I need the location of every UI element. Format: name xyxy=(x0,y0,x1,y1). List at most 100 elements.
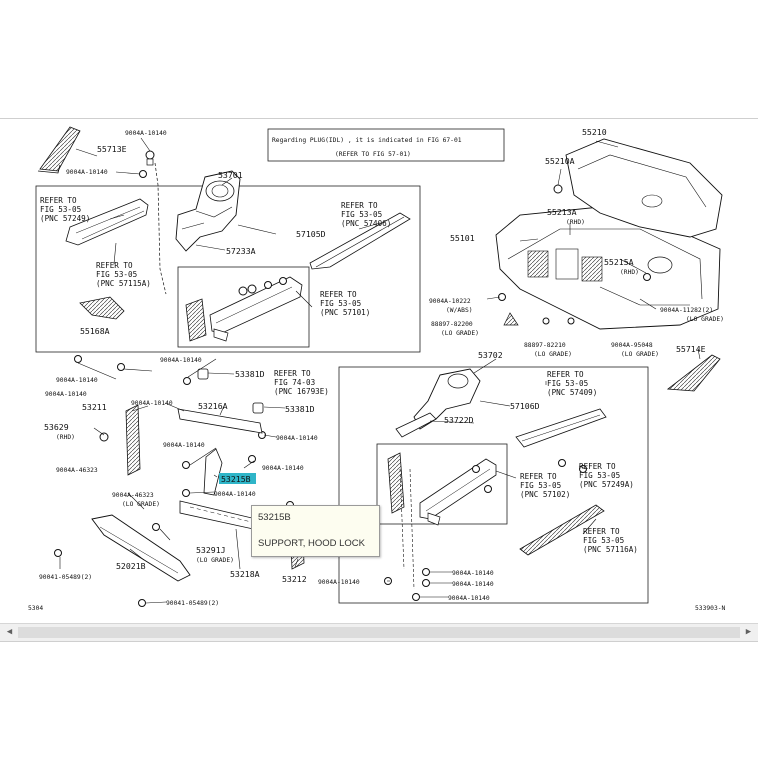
label-52021B[interactable]: 52021B xyxy=(116,561,146,571)
label-55714E[interactable]: 55714E xyxy=(676,344,706,354)
label-55168A[interactable]: 55168A xyxy=(80,326,110,336)
label-53381D-b[interactable]: 53381D xyxy=(285,404,315,414)
label-9004A-10140-l[interactable]: 9004A-10140 xyxy=(452,570,494,577)
label-53629[interactable]: 53629 xyxy=(44,422,69,432)
part-55713E[interactable] xyxy=(37,126,81,174)
label-90041-05489-a[interactable]: 90041-05489(2) xyxy=(39,574,92,581)
label-9004A-10140-g[interactable]: 9004A-10140 xyxy=(276,435,318,442)
fastener-9004A-95048[interactable] xyxy=(567,317,575,325)
label-53215B[interactable]: 53215B xyxy=(221,474,251,484)
label-53381D-a[interactable]: 53381D xyxy=(235,369,265,379)
label-9004A-10140-n[interactable]: 9004A-10140 xyxy=(448,595,490,602)
part-rail-57249A[interactable] xyxy=(519,504,605,556)
fastener-left-b[interactable] xyxy=(117,363,125,371)
part-55714E[interactable] xyxy=(666,354,721,392)
part-rail-57409[interactable] xyxy=(515,408,607,448)
refer-57409[interactable]: REFER TO FIG 53-05 (PNC 57409) xyxy=(547,370,597,397)
part-inner-right-bracket[interactable] xyxy=(387,452,497,526)
fastener-right-a[interactable] xyxy=(558,459,566,467)
label-9004A-10222[interactable]: 9004A-10222 xyxy=(429,298,471,305)
label-55210[interactable]: 55210 xyxy=(582,127,607,137)
label-55215A[interactable]: 55215A xyxy=(604,257,634,267)
scroll-left-arrow-icon[interactable]: ◀ xyxy=(3,626,16,639)
refer-57115A[interactable]: REFER TO FIG 53-05 (PNC 57115A) xyxy=(96,261,151,288)
part-55101[interactable] xyxy=(495,204,721,330)
fastener-lower-h[interactable] xyxy=(412,593,420,601)
fastener-hood-b[interactable] xyxy=(248,455,256,463)
part-53215B[interactable] xyxy=(203,448,223,496)
label-57106D[interactable]: 57106D xyxy=(510,401,540,411)
label-9004A-10140-f[interactable]: 9004A-10140 xyxy=(131,400,173,407)
label-9004A-10140-e[interactable]: 9004A-10140 xyxy=(45,391,87,398)
refer-57101[interactable]: REFER TO FIG 53-05 (PNC 57101) xyxy=(320,290,370,317)
label-53702[interactable]: 53702 xyxy=(478,350,503,360)
label-88897-82200[interactable]: 88897-82200 xyxy=(431,321,473,328)
part-53211[interactable] xyxy=(125,404,141,476)
part-53722D[interactable] xyxy=(395,412,437,438)
label-53212[interactable]: 53212 xyxy=(282,574,307,584)
fastener-hood-c[interactable] xyxy=(182,461,190,469)
label-55101[interactable]: 55101 xyxy=(450,233,475,243)
fastener-left-a[interactable] xyxy=(74,355,82,363)
refer-57249A[interactable]: REFER TO FIG 53-05 (PNC 57249A) xyxy=(579,462,634,489)
label-88897-82210[interactable]: 88897-82210 xyxy=(524,342,566,349)
refer-16793E[interactable]: REFER TO FIG 74-03 (PNC 16793E) xyxy=(274,369,329,396)
fastener-lower-b[interactable] xyxy=(138,599,146,607)
part-88897-82200[interactable] xyxy=(503,312,519,326)
diagram-viewer[interactable]: Regarding PLUG(IDL) , it is indicated in… xyxy=(0,118,758,642)
part-55168A[interactable] xyxy=(79,296,125,320)
label-9004A-10140-m[interactable]: 9004A-10140 xyxy=(452,581,494,588)
part-53381D-a[interactable] xyxy=(197,368,209,380)
label-55713E[interactable]: 55713E xyxy=(97,144,127,154)
fastener-top-b[interactable] xyxy=(139,170,147,178)
fastener-top-a[interactable] xyxy=(145,150,155,166)
label-53722D[interactable]: 53722D xyxy=(444,415,474,425)
part-53381D-b[interactable] xyxy=(252,402,264,414)
label-9004A-10140-k[interactable]: 9004A-10140 xyxy=(318,579,360,586)
label-9004A-10140-i[interactable]: 9004A-10140 xyxy=(262,465,304,472)
label-9004A-95048[interactable]: 9004A-95048 xyxy=(611,342,653,349)
label-9004A-10140-h[interactable]: 9004A-10140 xyxy=(163,442,205,449)
fastener-88897-82210[interactable] xyxy=(542,317,550,325)
fastener-lower-c[interactable] xyxy=(152,523,160,531)
scroll-right-arrow-icon[interactable]: ▶ xyxy=(742,626,755,639)
fastener-hood-d[interactable] xyxy=(182,489,190,497)
part-inner-left-bracket[interactable] xyxy=(185,276,303,342)
label-9004A-11282[interactable]: 9004A-11282(2) xyxy=(660,307,713,314)
fastener-lower-g[interactable] xyxy=(422,579,430,587)
refer-57116A[interactable]: REFER TO FIG 53-05 (PNC 57116A) xyxy=(583,527,638,554)
refer-57406[interactable]: REFER TO FIG 53-05 (PNC 57406) xyxy=(341,201,391,228)
label-53701[interactable]: 53701 xyxy=(218,170,243,180)
label-57233A[interactable]: 57233A xyxy=(226,246,256,256)
fastener-53629[interactable] xyxy=(99,432,109,442)
label-9004A-46323-a[interactable]: 9004A-46323 xyxy=(56,467,98,474)
fastener-left-c[interactable] xyxy=(183,377,191,385)
label-53291J[interactable]: 53291J xyxy=(196,545,226,555)
label-90041-05489-b[interactable]: 90041-05489(2) xyxy=(166,600,219,607)
refer-57102[interactable]: REFER TO FIG 53-05 (PNC 57102) xyxy=(520,472,570,499)
fastener-55210A[interactable] xyxy=(553,184,563,194)
label-9004A-10140-b[interactable]: 9004A-10140 xyxy=(66,169,108,176)
part-53701[interactable] xyxy=(175,170,241,252)
label-57105D[interactable]: 57105D xyxy=(296,229,326,239)
part-53216A[interactable] xyxy=(177,408,263,434)
label-9004A-46323-b[interactable]: 9004A-46323 xyxy=(112,492,154,499)
part-57105D[interactable] xyxy=(309,212,411,270)
scroll-thumb[interactable] xyxy=(18,627,740,638)
label-9004A-10140-j[interactable]: 9004A-10140 xyxy=(214,491,256,498)
label-9004A-10140-a[interactable]: 9004A-10140 xyxy=(125,130,167,137)
label-9004A-10140-d[interactable]: 9004A-10140 xyxy=(56,377,98,384)
fastener-lower-f[interactable] xyxy=(422,568,430,576)
part-55210[interactable] xyxy=(565,138,723,238)
horizontal-scrollbar[interactable]: ◀ ▶ xyxy=(0,623,758,641)
label-53218A[interactable]: 53218A xyxy=(230,569,260,579)
label-9004A-10140-c[interactable]: 9004A-10140 xyxy=(160,357,202,364)
label-55210A[interactable]: 55210A xyxy=(545,156,575,166)
label-55213A[interactable]: 55213A xyxy=(547,207,577,217)
fastener-55215A[interactable] xyxy=(643,273,651,281)
part-rail-57249[interactable] xyxy=(65,198,149,246)
part-52021B[interactable] xyxy=(91,514,191,582)
fastener-lower-a[interactable] xyxy=(54,549,62,557)
label-53216A[interactable]: 53216A xyxy=(198,401,228,411)
refer-57249[interactable]: REFER TO FIG 53-05 (PNC 57249) xyxy=(40,196,90,223)
